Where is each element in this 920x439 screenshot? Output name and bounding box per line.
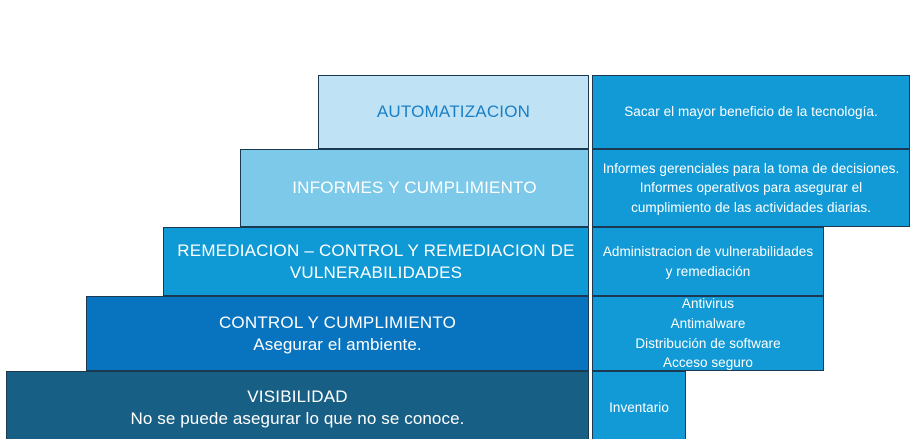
- step-automatizacion[interactable]: AUTOMATIZACION: [318, 75, 589, 149]
- step-remediacion[interactable]: REMEDIACION – CONTROL Y REMEDIACION DE V…: [163, 227, 589, 296]
- step-title: INFORMES Y CUMPLIMIENTO: [292, 178, 537, 198]
- step-subtitle: No se puede asegurar lo que no se conoce…: [130, 409, 465, 428]
- detail-control-y-cumplimiento-text: Antivirus Antimalware Distribución de so…: [593, 294, 823, 372]
- step-title: VISIBILIDAD: [247, 387, 348, 407]
- step-title: CONTROL Y CUMPLIMIENTO: [218, 312, 457, 332]
- detail-line: cumplimiento de las actividades diarias.: [631, 199, 871, 215]
- detail-control-y-cumplimiento[interactable]: Antivirus Antimalware Distribución de so…: [592, 296, 824, 371]
- step-visibilidad[interactable]: VISIBILIDAD No se puede asegurar lo que …: [6, 371, 589, 439]
- detail-line: Antivirus: [681, 296, 735, 312]
- step-visibilidad-label: VISIBILIDAD No se puede asegurar lo que …: [7, 386, 588, 430]
- step-informes-y-cumplimiento[interactable]: INFORMES Y CUMPLIMIENTO: [240, 149, 589, 227]
- step-informes-y-cumplimiento-label: INFORMES Y CUMPLIMIENTO: [241, 177, 588, 199]
- step-remediacion-label: REMEDIACION – CONTROL Y REMEDIACION DE V…: [164, 240, 588, 284]
- detail-automatizacion[interactable]: Sacar el mayor beneficio de la tecnologí…: [592, 75, 910, 149]
- step-title: REMEDIACION – CONTROL Y REMEDIACION DE V…: [177, 240, 575, 282]
- detail-line: Informes gerenciales para la toma de dec…: [602, 160, 900, 176]
- detail-line: Inventario: [609, 400, 669, 416]
- detail-line: Sacar el mayor beneficio de la tecnologí…: [624, 104, 878, 120]
- detail-automatizacion-text: Sacar el mayor beneficio de la tecnologí…: [593, 102, 909, 122]
- detail-line: Antimalware: [670, 315, 746, 331]
- detail-remediacion[interactable]: Administracion de vulnerabilidades y rem…: [592, 227, 824, 296]
- detail-informes-y-cumplimiento-text: Informes gerenciales para la toma de dec…: [593, 159, 909, 218]
- detail-line: Administracion de vulnerabilidades: [602, 243, 814, 259]
- step-subtitle: Asegurar el ambiente.: [253, 334, 422, 354]
- detail-line: Acceso seguro: [663, 355, 753, 371]
- step-title: AUTOMATIZACION: [376, 102, 531, 122]
- detail-line: Informes operativos para asegurar el: [639, 180, 863, 196]
- detail-line: y remediación: [665, 263, 751, 279]
- detail-informes-y-cumplimiento[interactable]: Informes gerenciales para la toma de dec…: [592, 149, 910, 227]
- step-control-y-cumplimiento[interactable]: CONTROL Y CUMPLIMIENTO Asegurar el ambie…: [86, 296, 589, 371]
- step-automatizacion-label: AUTOMATIZACION: [319, 101, 588, 123]
- detail-visibilidad-text: Inventario: [593, 398, 685, 418]
- detail-visibilidad[interactable]: Inventario: [592, 371, 686, 439]
- detail-line: Distribución de software: [635, 335, 781, 351]
- detail-remediacion-text: Administracion de vulnerabilidades y rem…: [593, 242, 823, 281]
- step-control-y-cumplimiento-label: CONTROL Y CUMPLIMIENTO Asegurar el ambie…: [87, 312, 588, 356]
